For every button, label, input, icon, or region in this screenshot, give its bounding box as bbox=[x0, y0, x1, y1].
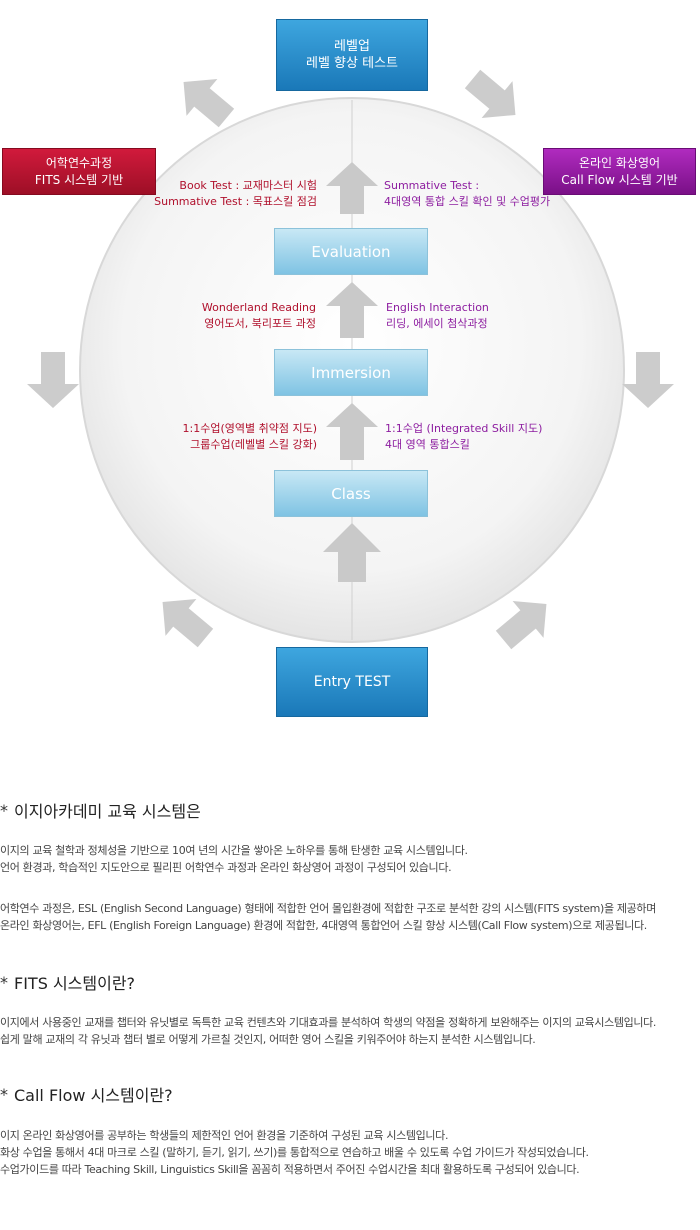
section-heading-callflow: * Call Flow 시스템이란? bbox=[0, 1082, 173, 1106]
note-line: 4대 영역 통합스킬 bbox=[385, 438, 470, 451]
section-title: 이지아카데미 교육 시스템은 bbox=[14, 802, 201, 821]
arrow-bottom-left bbox=[162, 599, 214, 648]
arrow-bottom-right bbox=[495, 601, 547, 650]
note-line: 1:1수업(영역별 취약점 지도) bbox=[182, 422, 317, 435]
entry-test-box: Entry TEST bbox=[276, 647, 428, 717]
language-course-box: 어학연수과정 FITS 시스템 기반 bbox=[2, 148, 156, 195]
note-line: Summative Test : bbox=[384, 179, 480, 192]
language-course-subtitle: FITS 시스템 기반 bbox=[34, 172, 124, 187]
section-heading-system: * 이지아카데미 교육 시스템은 bbox=[0, 798, 201, 822]
section-title: Call Flow 시스템이란? bbox=[14, 1086, 173, 1105]
paragraph: 이지 온라인 화상영어를 공부하는 학생들의 제한적인 언어 환경을 기준하여 … bbox=[0, 1127, 589, 1178]
class-left-note: 1:1수업(영역별 취약점 지도) 그룹수업(레벨별 스킬 강화) bbox=[183, 421, 317, 453]
up-arrow-to-top bbox=[326, 162, 378, 214]
evaluation-right-note: Summative Test : 4대영역 통합 스킬 확인 및 수업평가 bbox=[384, 178, 550, 210]
up-arrow-to-evaluation bbox=[326, 282, 378, 338]
online-video-english-title: 온라인 화상영어 bbox=[578, 155, 661, 170]
arrow-top-right bbox=[464, 69, 516, 118]
paragraph: 이지에서 사용중인 교재를 챕터와 유닛별로 독특한 교육 컨텐츠와 기대효과를… bbox=[0, 1014, 656, 1048]
note-line: Wonderland Reading bbox=[201, 301, 316, 314]
asterisk-icon: * bbox=[0, 972, 8, 992]
paragraph-line: 온라인 화상영어는, EFL (English Foreign Language… bbox=[0, 919, 647, 932]
paragraph-line: 이지에서 사용중인 교재를 챕터와 유닛별로 독특한 교육 컨텐츠와 기대효과를… bbox=[0, 1016, 657, 1029]
stage-class: Class bbox=[274, 470, 428, 517]
note-line: 1:1수업 (Integrated Skill 지도) bbox=[385, 422, 543, 435]
level-up-subtitle: 레벨 향상 테스트 bbox=[306, 56, 398, 71]
paragraph-line: 어학연수 과정은, ESL (English Second Language) … bbox=[0, 902, 656, 915]
note-line: 리딩, 에세이 첨삭과정 bbox=[386, 317, 488, 330]
note-line: 영어도서, 북리포트 과정 bbox=[204, 317, 316, 330]
note-line: Book Test : 교재마스터 시험 bbox=[179, 179, 317, 192]
arrow-top-left bbox=[183, 79, 235, 128]
online-video-english-subtitle: Call Flow 시스템 기반 bbox=[561, 172, 678, 187]
paragraph: 어학연수 과정은, ESL (English Second Language) … bbox=[0, 900, 656, 934]
entry-test-label: Entry TEST bbox=[313, 673, 391, 690]
stage-evaluation: Evaluation bbox=[274, 228, 428, 275]
immersion-right-note: English Interaction 리딩, 에세이 첨삭과정 bbox=[386, 300, 489, 332]
level-up-box: 레벨업 레벨 향상 테스트 bbox=[276, 19, 428, 91]
section-heading-fits: * FITS 시스템이란? bbox=[0, 970, 135, 994]
level-up-title: 레벨업 bbox=[334, 39, 370, 54]
note-line: English Interaction bbox=[386, 301, 489, 314]
paragraph-line: 쉽게 말해 교재의 각 유닛과 챕터 별로 어떻게 가르칠 것인지, 어떠한 영… bbox=[0, 1033, 536, 1046]
section-title: FITS 시스템이란? bbox=[14, 974, 136, 993]
arrow-mid-left bbox=[27, 352, 79, 408]
language-course-title: 어학연수과정 bbox=[45, 155, 113, 170]
paragraph-line: 이지의 교육 철학과 정체성을 기반으로 10여 년의 시간을 쌓아온 노하우를… bbox=[0, 844, 468, 857]
class-right-note: 1:1수업 (Integrated Skill 지도) 4대 영역 통합스킬 bbox=[385, 421, 542, 453]
online-video-english-box: 온라인 화상영어 Call Flow 시스템 기반 bbox=[543, 148, 696, 195]
paragraph-line: 수업가이드를 따라 Teaching Skill, Linguistics Sk… bbox=[0, 1163, 580, 1176]
up-arrow-to-immersion bbox=[326, 403, 378, 460]
paragraph-line: 화상 수업을 통해서 4대 마크로 스킬 (말하기, 듣기, 읽기, 쓰기)를 … bbox=[0, 1146, 589, 1159]
up-arrow-to-class bbox=[323, 523, 381, 582]
note-line: 4대영역 통합 스킬 확인 및 수업평가 bbox=[384, 195, 551, 208]
note-line: Summative Test : 목표스킬 점검 bbox=[154, 195, 317, 208]
note-line: 그룹수업(레벨별 스킬 강화) bbox=[190, 438, 317, 451]
evaluation-left-note: Book Test : 교재마스터 시험 Summative Test : 목표… bbox=[154, 178, 317, 210]
education-system-diagram: 레벨업 레벨 향상 테스트 어학연수과정 FITS 시스템 기반 온라인 화상영… bbox=[2, 19, 696, 717]
asterisk-icon: * bbox=[0, 800, 8, 820]
paragraph-line: 이지 온라인 화상영어를 공부하는 학생들의 제한적인 언어 환경을 기준하여 … bbox=[0, 1129, 449, 1142]
paragraph-line: 언어 환경과, 학습적인 지도안으로 필리핀 어학연수 과정과 온라인 화상영어… bbox=[0, 861, 452, 874]
arrow-mid-right bbox=[622, 352, 674, 408]
stage-immersion: Immersion bbox=[274, 349, 428, 396]
immersion-left-note: Wonderland Reading 영어도서, 북리포트 과정 bbox=[202, 300, 316, 332]
asterisk-icon: * bbox=[0, 1084, 8, 1104]
paragraph: 이지의 교육 철학과 정체성을 기반으로 10여 년의 시간을 쌓아온 노하우를… bbox=[0, 842, 468, 876]
